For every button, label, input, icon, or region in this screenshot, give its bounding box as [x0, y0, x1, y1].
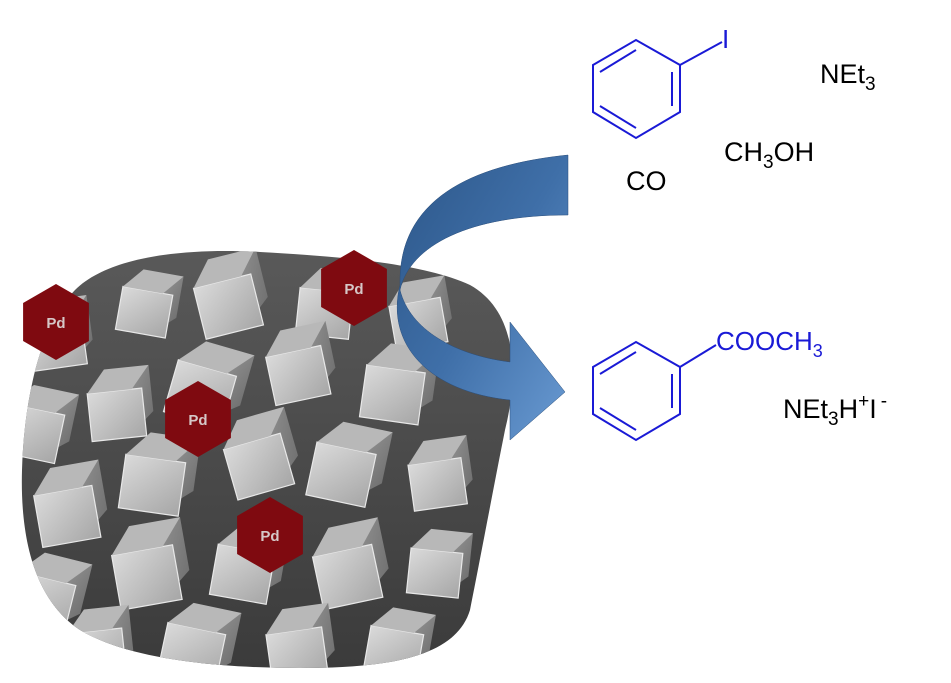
crystal-cube [114, 269, 184, 339]
base-sub: 3 [865, 74, 876, 95]
pd-site-label: Pd [188, 412, 207, 429]
pd-site-label: Pd [260, 528, 279, 545]
pd-site-hexagon [237, 497, 303, 573]
solvent-label: CH3OH [724, 137, 814, 173]
salt-b: H [839, 394, 859, 424]
salt-c-sup: - [881, 391, 887, 412]
benzene-ring [592, 38, 681, 140]
salt-label: NEt3H+I- [783, 391, 887, 430]
ester-sub: 3 [813, 341, 823, 361]
pd-site-hexagon [165, 381, 231, 457]
salt-b-sup: + [858, 391, 869, 412]
pd-site-label: Pd [46, 315, 65, 332]
crystal-cube [407, 434, 473, 512]
solvent-b: OH [774, 137, 815, 167]
pd-site-hexagon [321, 250, 387, 326]
crystal-cube [33, 459, 108, 549]
iodo-label: I [722, 24, 729, 54]
solvent-a: CH [724, 137, 763, 167]
salt-a: NEt [783, 394, 829, 424]
methyl-benzoate-structure [592, 340, 717, 442]
ester-label: COOCH3 [716, 326, 823, 361]
co-label: CO [626, 166, 667, 196]
crystal-cube [311, 517, 389, 611]
salt-a-sub: 3 [828, 409, 839, 430]
crystal-cube [265, 602, 335, 668]
pd-site-hexagon [23, 284, 89, 360]
crystal-cube [192, 250, 268, 340]
solvent-a-sub: 3 [763, 152, 774, 173]
product-benzene-ring [592, 340, 681, 442]
crystal-cube [264, 320, 336, 407]
crystal-cube [222, 406, 298, 501]
pd-site-label: Pd [344, 281, 363, 298]
curved-reaction-arrow [396, 154, 569, 441]
crystal-cube [110, 517, 190, 611]
crystal-cube [305, 421, 393, 509]
base-main: NEt [820, 59, 866, 89]
crystal-cube [405, 528, 473, 599]
ester-main: COOCH [716, 326, 813, 356]
iodobenzene-structure [592, 38, 723, 140]
base-label: NEt3 [820, 59, 876, 95]
crystal-cube [86, 364, 154, 443]
salt-c: I [869, 394, 877, 424]
